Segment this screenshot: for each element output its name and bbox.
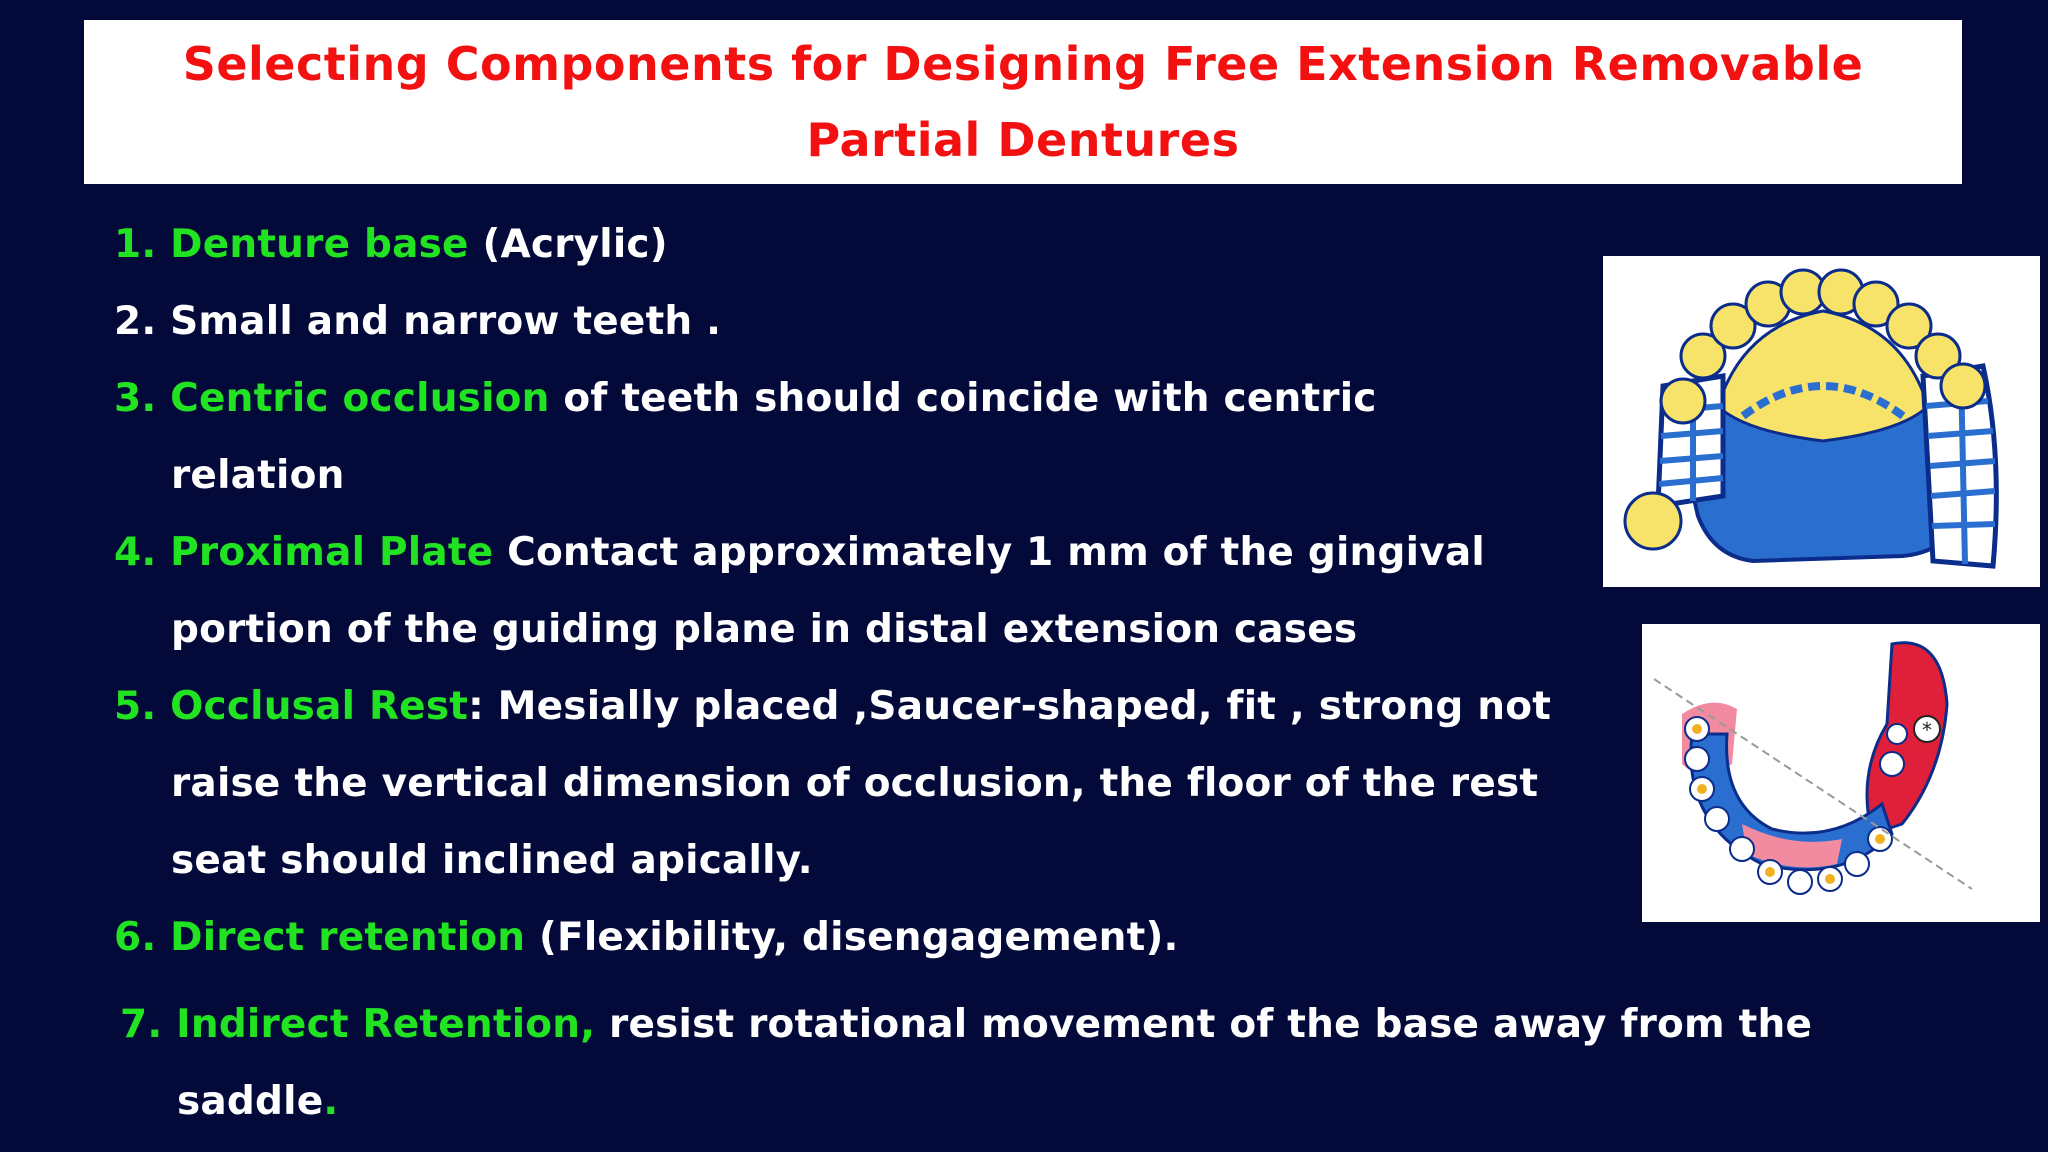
item-text: saddle: [177, 1079, 324, 1124]
list-item-1: 1. Denture base (Acrylic): [114, 222, 668, 267]
item-text: Contact approximately 1 mm of the gingiv…: [493, 530, 1485, 575]
denture-framework-image: [1603, 256, 2040, 587]
list-item-6: 6. Direct retention (Flexibility, diseng…: [114, 915, 1179, 960]
item-text: Small and narrow teeth .: [170, 299, 722, 344]
item-heading: Denture base: [170, 222, 469, 267]
list-item-3: 3. Centric occlusion of teeth should coi…: [114, 376, 1377, 421]
item-heading: Occlusal Rest: [170, 684, 469, 729]
list-item-5-continuation-2: seat should inclined apically.: [171, 838, 813, 883]
svg-text:*: *: [1922, 718, 1932, 742]
item-text: (Acrylic): [468, 222, 668, 267]
item-heading: Centric occlusion: [170, 376, 550, 421]
item-number: 3.: [114, 376, 157, 421]
item-number: 6.: [114, 915, 157, 960]
item-number: 2.: [114, 299, 157, 344]
list-item-7-continuation: saddle.: [177, 1079, 338, 1124]
item-number: 5.: [114, 684, 157, 729]
list-item-5-continuation-1: raise the vertical dimension of occlusio…: [171, 761, 1539, 806]
item-heading: Direct retention: [170, 915, 526, 960]
list-item-2: 2. Small and narrow teeth .: [114, 299, 721, 344]
list-item-3-continuation: relation: [171, 453, 345, 498]
item-number: 1.: [114, 222, 157, 267]
list-item-5: 5. Occlusal Rest: Mesially placed ,Sauce…: [114, 684, 1551, 729]
item-heading: Indirect Retention,: [176, 1002, 596, 1047]
item-number: 7.: [120, 1002, 163, 1047]
item-tail: .: [323, 1079, 339, 1124]
slide-title-line-1: Selecting Components for Designing Free …: [182, 37, 1864, 91]
item-text: of teeth should coincide with centric: [549, 376, 1377, 421]
slide-title-line-2: Partial Dentures: [806, 113, 1240, 167]
item-text: (Flexibility, disengagement).: [525, 915, 1179, 960]
list-item-7: 7. Indirect Retention, resist rotational…: [120, 1002, 1812, 1047]
item-text: : Mesially placed ,Saucer-shaped, fit , …: [468, 684, 1552, 729]
distal-extension-image: *: [1642, 624, 2040, 922]
item-text: resist rotational movement of the base a…: [595, 1002, 1813, 1047]
item-number: 4.: [114, 530, 157, 575]
list-item-4: 4. Proximal Plate Contact approximately …: [114, 530, 1485, 575]
item-heading: Proximal Plate: [170, 530, 494, 575]
title-box: Selecting Components for Designing Free …: [84, 20, 1962, 184]
list-item-4-continuation: portion of the guiding plane in distal e…: [171, 607, 1358, 652]
